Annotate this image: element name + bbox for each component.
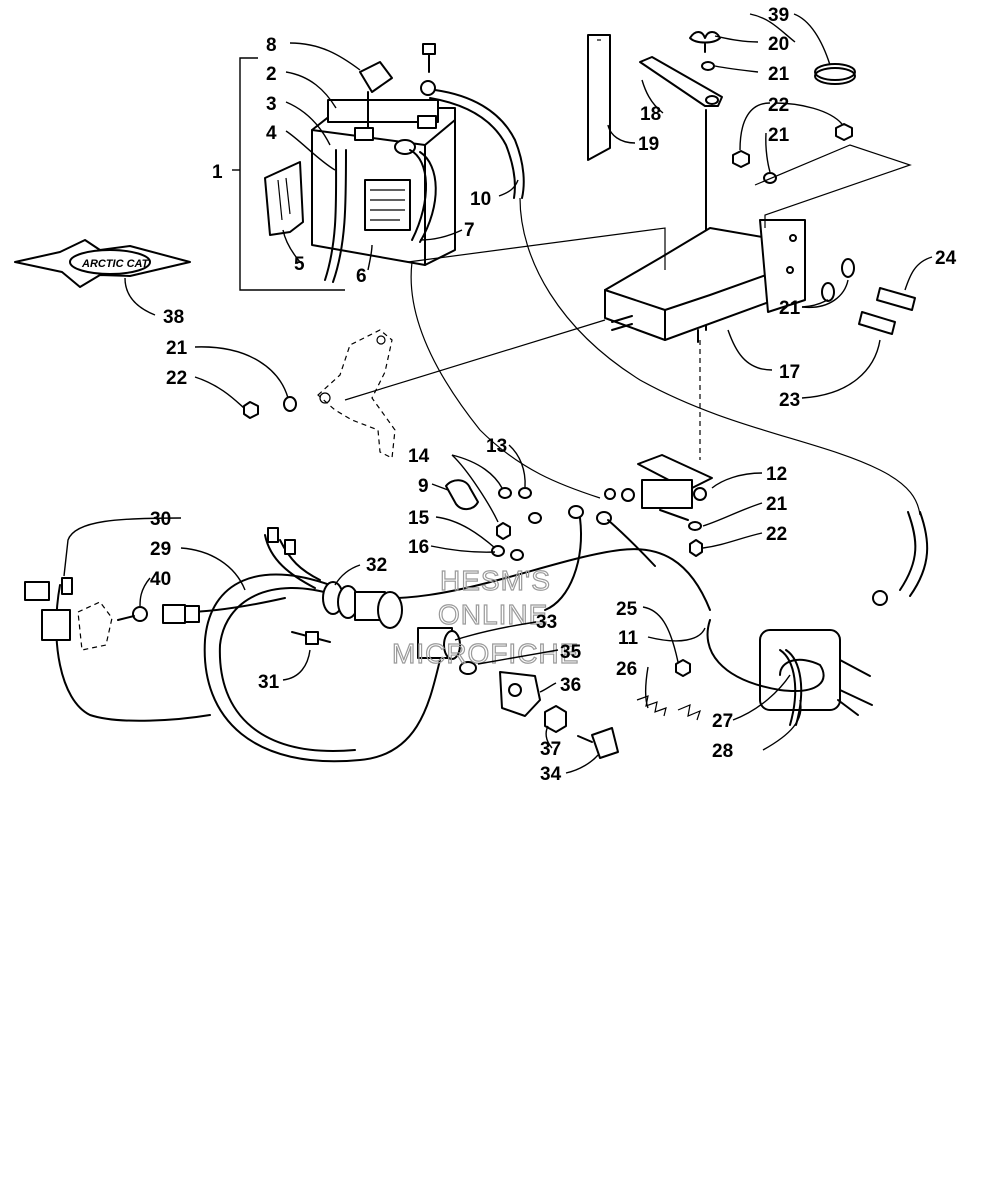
callout-30: 30 — [150, 509, 171, 530]
callout-21d: 21 — [166, 338, 188, 359]
washer-left — [283, 396, 297, 412]
watermark-line-3: MICROFICHE — [392, 638, 579, 669]
callout-21b: 21 — [768, 125, 790, 146]
ignition-connector — [322, 581, 403, 629]
callout-40: 40 — [150, 569, 171, 590]
starter-solenoid — [621, 454, 713, 521]
callout-3: 3 — [266, 94, 277, 115]
callout-25: 25 — [616, 599, 638, 620]
brand-logo: ARCTIC CAT — [14, 239, 191, 288]
small-hardware — [491, 487, 616, 561]
positive-cable — [420, 80, 929, 606]
ignition-switch — [417, 627, 477, 675]
battery-tray — [604, 219, 806, 343]
switch-plate — [499, 671, 541, 717]
callout-14: 14 — [408, 446, 430, 467]
nut-left — [243, 401, 259, 419]
callout-38: 38 — [163, 307, 184, 328]
plug-connector — [162, 604, 200, 624]
mounting-bracket — [317, 329, 396, 459]
harness-connector — [24, 577, 113, 651]
assembly-lines — [344, 144, 912, 401]
nut-solenoid — [689, 539, 703, 557]
callout-17: 17 — [779, 362, 800, 383]
callout-21e: 21 — [766, 494, 788, 515]
callout-22e: 22 — [766, 524, 787, 545]
callout-32: 32 — [366, 555, 387, 576]
coil-strap — [779, 649, 803, 726]
terminal-cap — [445, 479, 479, 510]
screw — [117, 606, 148, 622]
callout-35: 35 — [560, 642, 582, 663]
diode — [291, 631, 331, 645]
negative-cable — [394, 139, 601, 499]
callout-4: 4 — [266, 123, 277, 144]
terminal-boot — [359, 61, 393, 129]
callout-34: 34 — [540, 764, 562, 785]
wing-nut — [689, 31, 721, 53]
battery-strap — [587, 34, 611, 161]
callout-27: 27 — [712, 711, 733, 732]
watermark-line-1: HESM'S — [440, 565, 551, 596]
callout-18: 18 — [640, 104, 661, 125]
callout-23: 23 — [779, 390, 800, 411]
callout-29: 29 — [150, 539, 171, 560]
terminal-bolt-top — [422, 43, 436, 73]
callout-7: 7 — [464, 220, 475, 241]
callout-36: 36 — [560, 675, 581, 696]
callout-33: 33 — [536, 612, 557, 633]
callout-21a: 21 — [768, 64, 790, 85]
callout-31: 31 — [258, 672, 280, 693]
callout-39: 39 — [768, 5, 789, 26]
ignition-coil — [759, 629, 873, 716]
callout-9: 9 — [418, 476, 429, 497]
leader-lines — [63, 13, 933, 774]
short-cable — [607, 519, 656, 567]
callout-5: 5 — [294, 254, 305, 275]
vent-tube — [324, 149, 347, 283]
callout-21c: 21 — [779, 298, 801, 319]
callout-16: 16 — [408, 537, 429, 558]
logo-text: ARCTIC CAT — [81, 258, 150, 270]
coil-nut — [675, 659, 691, 677]
callout-1: 1 — [212, 162, 223, 183]
wire-terminals — [267, 527, 296, 555]
callout-12: 12 — [766, 464, 787, 485]
callout-6: 6 — [356, 266, 367, 287]
callout-19: 19 — [638, 134, 659, 155]
callout-15: 15 — [408, 508, 430, 529]
solenoid-lead — [544, 517, 582, 611]
callout-2: 2 — [266, 64, 277, 85]
callout-13: 13 — [486, 436, 507, 457]
nut-washer-upper — [732, 123, 853, 184]
callout-labels: 1 2 3 4 5 6 7 8 9 10 11 12 13 14 15 16 1… — [150, 5, 957, 785]
callout-8: 8 — [266, 35, 277, 56]
watermark: HESM'S ONLINE MICROFICHE — [391, 564, 579, 669]
tray-hardware — [821, 258, 916, 335]
watermark-line-2: ONLINE — [438, 599, 548, 630]
callout-22d: 22 — [166, 368, 187, 389]
springs — [636, 695, 701, 721]
callout-22a: 22 — [768, 95, 789, 116]
callout-20: 20 — [768, 34, 789, 55]
hose-clamp — [814, 63, 856, 85]
switch-nut — [544, 705, 567, 733]
ignition-key — [577, 727, 619, 759]
callout-37: 37 — [540, 739, 561, 760]
battery-shield — [264, 161, 304, 236]
callout-10: 10 — [470, 189, 491, 210]
callout-24: 24 — [935, 248, 957, 269]
callout-11: 11 — [618, 628, 639, 649]
battery-group-bracket — [232, 57, 345, 291]
callout-26: 26 — [616, 659, 637, 680]
washer-top — [701, 61, 715, 71]
hold-down-bracket — [639, 56, 723, 107]
coil-wire — [706, 619, 825, 692]
callout-28: 28 — [712, 741, 733, 762]
washer-solenoid — [688, 521, 702, 531]
